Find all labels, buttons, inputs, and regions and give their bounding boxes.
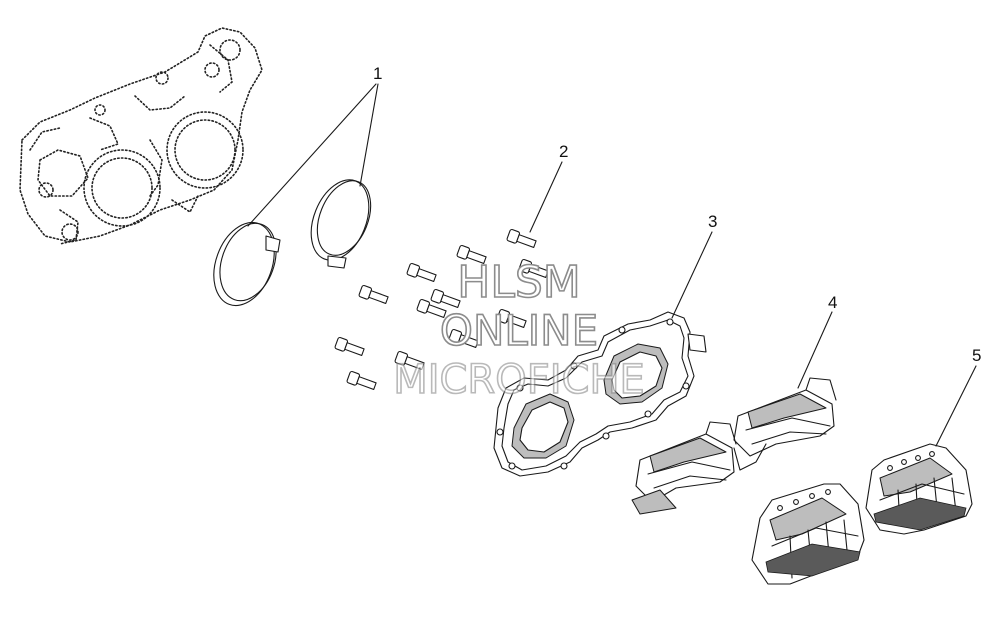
- gasket-plate: [493, 311, 707, 477]
- hose-clamp-left: [213, 221, 281, 307]
- callout-2: 2: [559, 142, 568, 161]
- reed-petal-set-back: [733, 377, 837, 471]
- watermark-line-1: HLSM: [457, 257, 581, 308]
- watermark-line-2: ONLINE: [440, 306, 598, 355]
- leader-lines: [247, 83, 977, 447]
- reed-petal-set-front: [631, 421, 737, 515]
- bolts-group: [334, 228, 549, 390]
- callout-5: 5: [972, 346, 981, 365]
- watermark: HLSM ONLINE MICROFICHE: [392, 256, 645, 404]
- watermark-line-3: MICROFICHE: [393, 357, 645, 403]
- reed-cage-back: [865, 443, 973, 535]
- hose-clamp-right: [310, 179, 372, 269]
- callout-3: 3: [708, 212, 717, 231]
- callout-1: 1: [373, 64, 382, 83]
- callout-4: 4: [828, 293, 837, 312]
- engine-block-phantom: [19, 27, 263, 245]
- reed-cage-front: [751, 483, 865, 585]
